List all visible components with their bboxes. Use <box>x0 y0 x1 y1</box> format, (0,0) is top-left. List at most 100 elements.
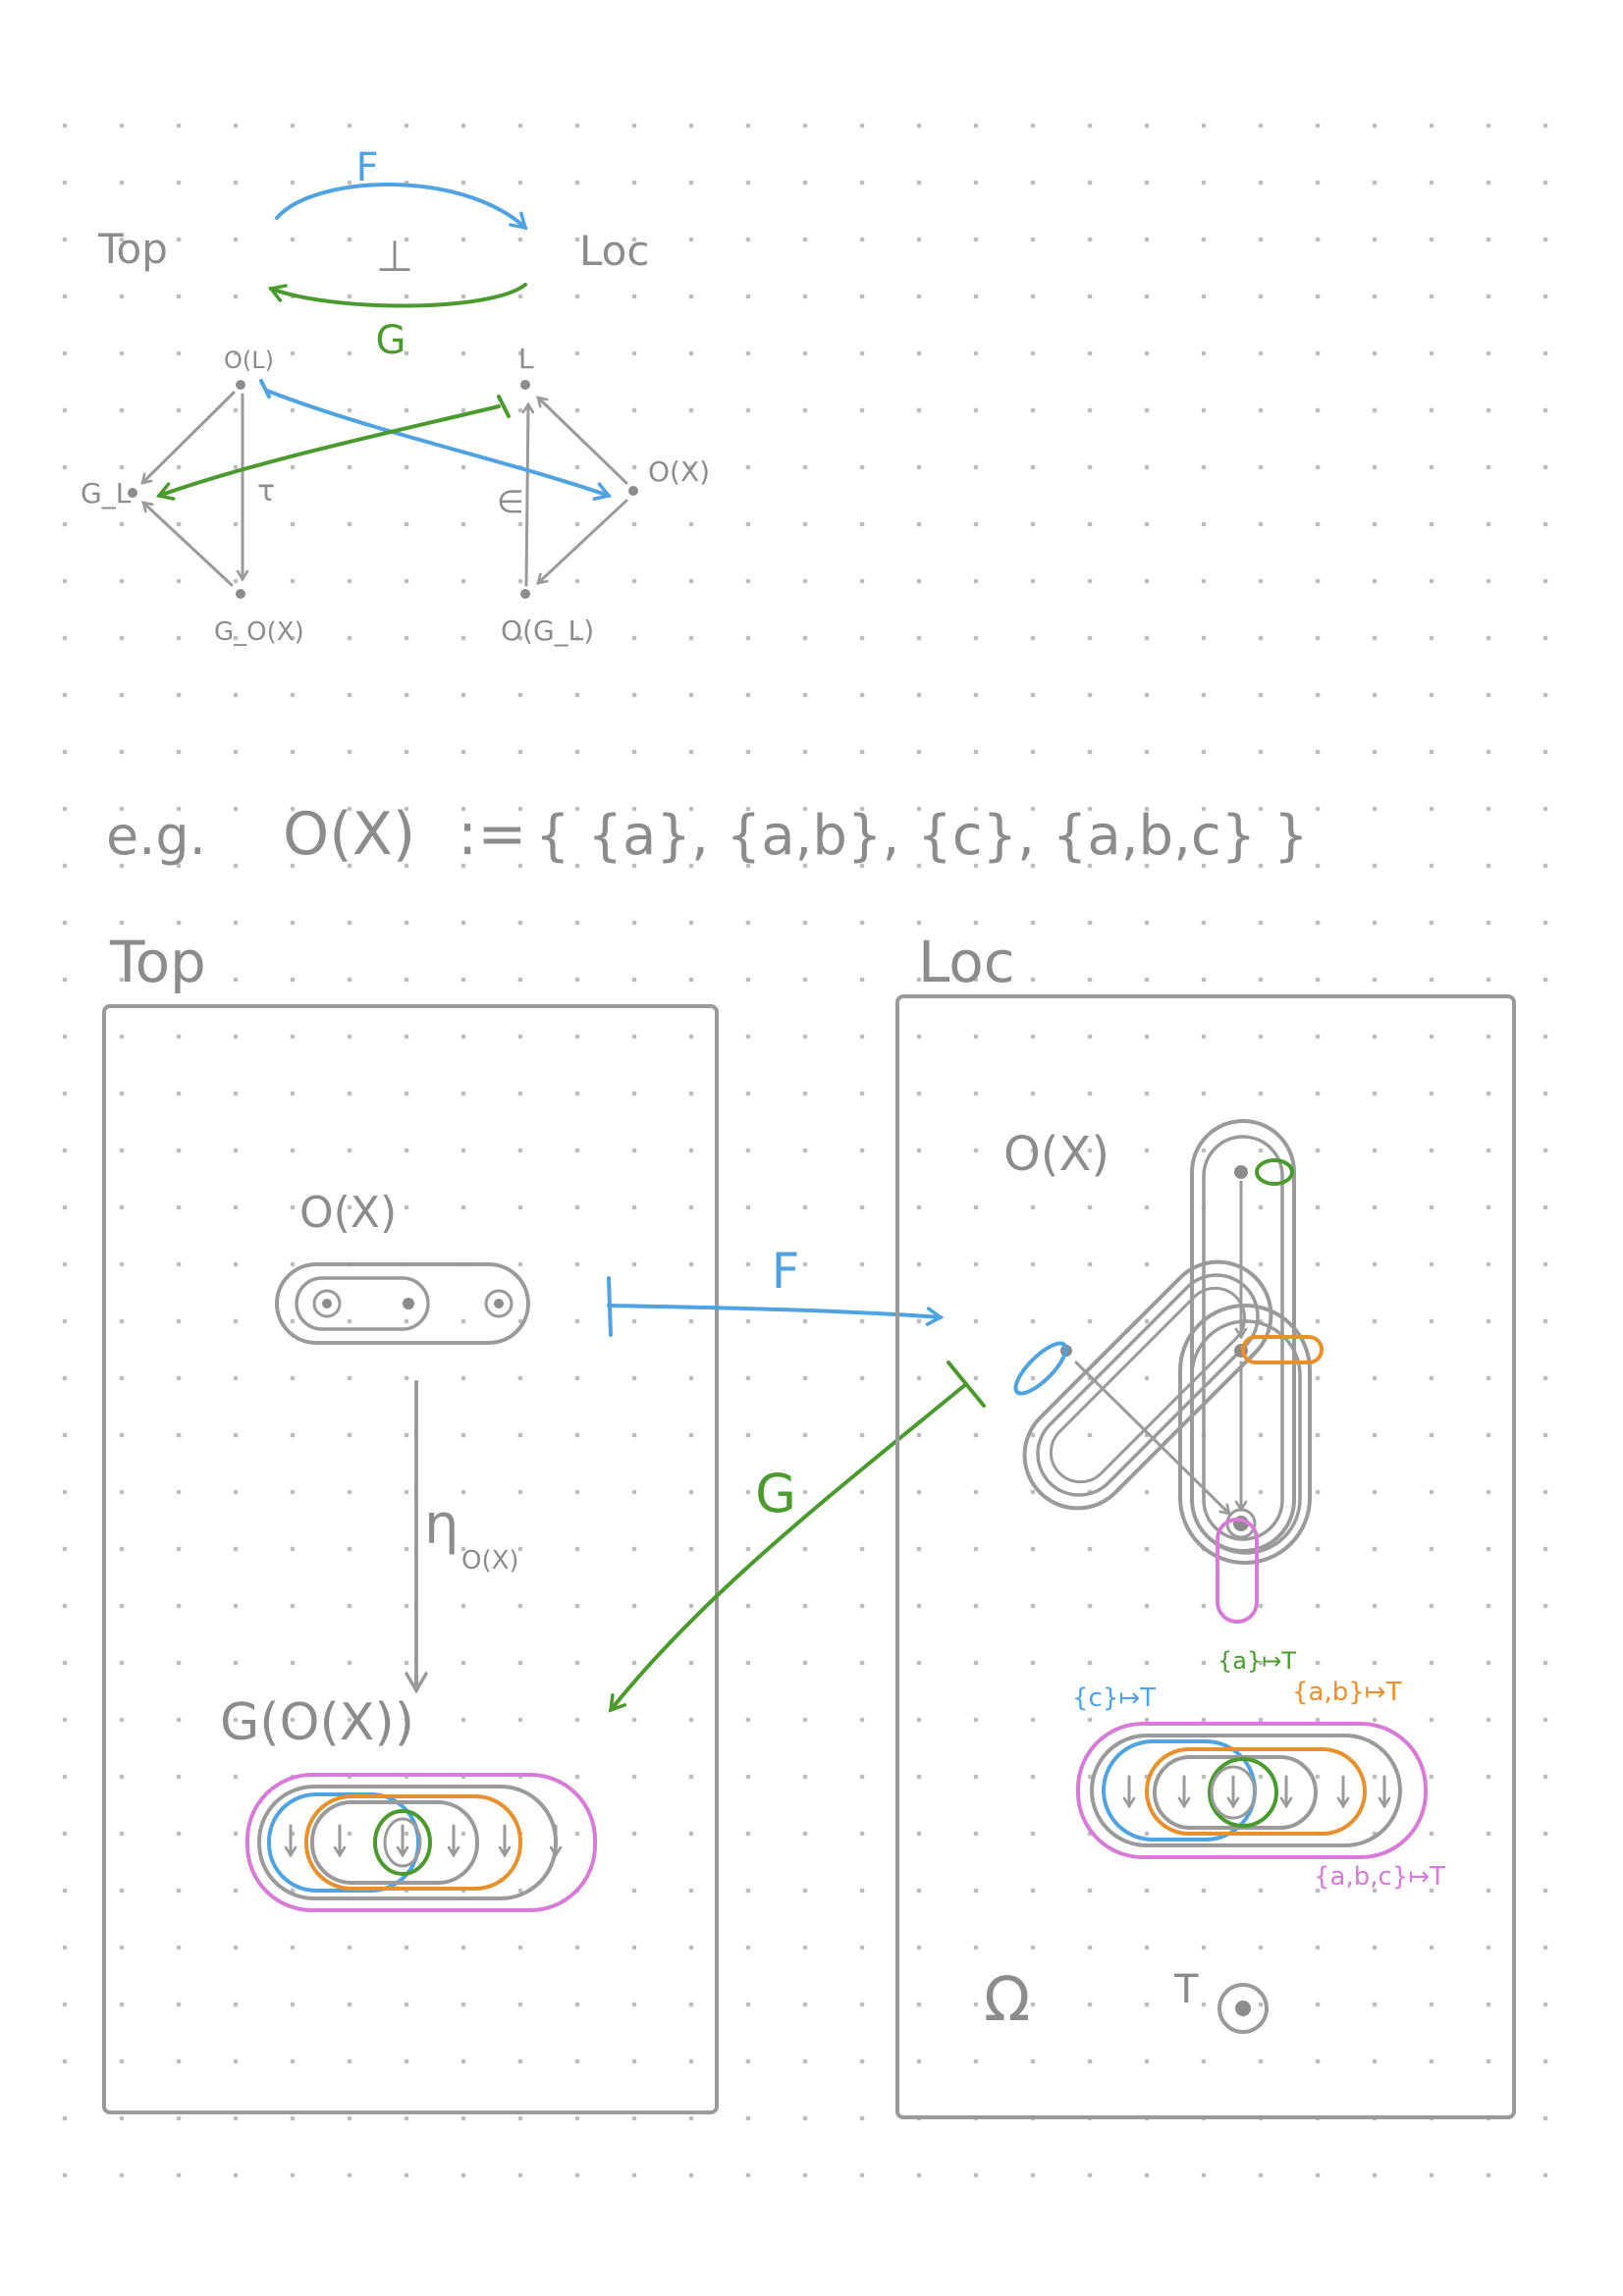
grid-dot <box>1372 977 1378 983</box>
grid-dot <box>1030 464 1036 470</box>
grid-dot <box>745 1261 751 1267</box>
grid-dot <box>1429 1546 1434 1552</box>
label-abc-to-top: {a,b,c}↦T <box>1314 1862 1445 1892</box>
grid-dot <box>119 1034 125 1040</box>
grid-dot <box>745 2115 751 2121</box>
grid-dot <box>631 1774 637 1780</box>
grid-dot <box>1486 294 1491 299</box>
grid-dot <box>176 2058 182 2064</box>
grid-dot <box>404 920 409 926</box>
grid-dot <box>1542 1261 1548 1267</box>
grid-dot <box>460 635 466 641</box>
grid-dot <box>973 2002 979 2007</box>
grid-dot <box>859 407 865 413</box>
grid-dot <box>62 1945 68 1950</box>
arrow-OGL-L <box>521 401 535 587</box>
grid-dot <box>1258 464 1264 470</box>
panel-G-arrow <box>608 1382 968 1713</box>
grid-dot <box>62 1148 68 1153</box>
grid-dot <box>1030 1375 1036 1381</box>
grid-dot <box>347 1204 352 1210</box>
grid-dot <box>973 806 979 812</box>
grid-dot <box>1144 1888 1150 1894</box>
grid-dot <box>688 1261 694 1267</box>
grid-dot <box>233 1945 239 1950</box>
grid-dot <box>1486 1489 1491 1495</box>
grid-dot <box>574 1603 580 1609</box>
grid-dot <box>631 749 637 755</box>
L-outline-a <box>1208 1757 1278 1828</box>
grid-dot <box>631 1375 637 1381</box>
grid-dot <box>1258 692 1264 698</box>
grid-dot <box>802 1318 808 1324</box>
grid-dot <box>688 578 694 584</box>
grid-dot <box>460 806 466 812</box>
grid-dot <box>631 2058 637 2064</box>
grid-dot <box>1030 977 1036 983</box>
grid-dot <box>233 1717 239 1723</box>
grid-dot <box>1542 692 1548 698</box>
grid-dot <box>404 1660 409 1666</box>
grid-dot <box>119 180 125 186</box>
grid-dot <box>176 1546 182 1552</box>
grid-dot <box>119 806 125 812</box>
grid-dot <box>1429 237 1434 242</box>
G-mapsto-arrow <box>155 404 501 501</box>
grid-dot <box>574 294 580 299</box>
grid-dot <box>1201 237 1207 242</box>
grid-dot <box>1030 1204 1036 1210</box>
grid-dot <box>1258 2172 1264 2178</box>
grid-dot <box>916 977 922 983</box>
grid-dot <box>1372 1945 1378 1950</box>
grid-dot <box>1201 806 1207 812</box>
grid-dot <box>1030 920 1036 926</box>
grid-dot <box>62 692 68 698</box>
grid-dot <box>1372 1091 1378 1096</box>
grid-dot <box>688 521 694 527</box>
grid-dot <box>1144 180 1150 186</box>
grid-dot <box>1087 1717 1093 1723</box>
grid-dot <box>290 863 296 869</box>
grid-dot <box>119 407 125 413</box>
grid-dot <box>233 1091 239 1096</box>
grid-dot <box>1258 407 1264 413</box>
grid-dot <box>574 180 580 186</box>
grid-dot <box>859 1204 865 1210</box>
grid-dot <box>517 806 523 812</box>
frame-point-a <box>1234 1165 1248 1179</box>
grid-dot <box>517 123 523 129</box>
grid-dot <box>973 1660 979 1666</box>
grid-dot <box>1372 521 1378 527</box>
grid-dot <box>233 123 239 129</box>
grid-dot <box>1315 294 1321 299</box>
grid-dot <box>1201 1091 1207 1096</box>
grid-dot <box>1542 1204 1548 1210</box>
grid-dot <box>290 1034 296 1040</box>
grid-dot <box>1372 1603 1378 1609</box>
grid-dot <box>1429 1660 1434 1666</box>
G-points <box>284 1824 563 1858</box>
grid-dot <box>688 1432 694 1438</box>
grid-dot <box>1486 749 1491 755</box>
grid-dot <box>1486 2002 1491 2007</box>
grid-dot <box>233 2172 239 2178</box>
grid-dot <box>973 1318 979 1324</box>
grid-dot <box>1372 123 1378 129</box>
grid-dot <box>745 2002 751 2007</box>
grid-dot <box>404 1603 409 1609</box>
grid-dot <box>688 1831 694 1837</box>
grid-dot <box>1315 407 1321 413</box>
grid-dot <box>1087 2172 1093 2178</box>
grid-dot <box>517 2115 523 2121</box>
grid-dot <box>290 578 296 584</box>
grid-dot <box>1486 123 1491 129</box>
grid-dot <box>1429 2002 1434 2007</box>
grid-dot <box>1201 1660 1207 1666</box>
frame-c-chain <box>1022 1259 1273 1511</box>
grid-dot <box>1486 1603 1491 1609</box>
grid-dot <box>1372 1375 1378 1381</box>
grid-dot <box>1486 1091 1491 1096</box>
grid-dot <box>1429 2058 1434 2064</box>
grid-dot <box>233 1888 239 1894</box>
